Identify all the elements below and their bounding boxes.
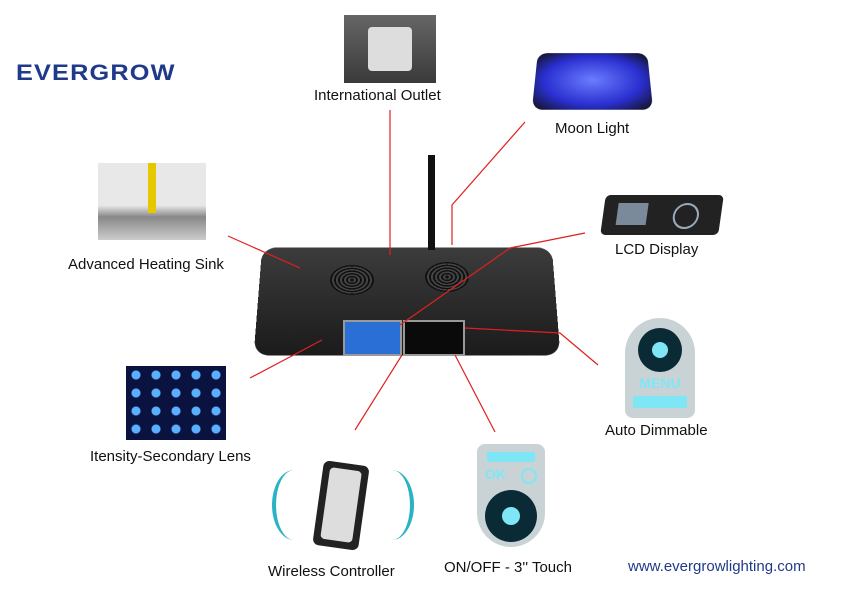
leader-touch [455, 355, 495, 432]
leader-lens [250, 340, 322, 378]
leader-moon [452, 122, 525, 245]
leader-remote [355, 355, 402, 430]
leader-heatsink [228, 236, 300, 268]
leader-dimmable [465, 328, 598, 365]
leader-lcd [400, 233, 585, 325]
